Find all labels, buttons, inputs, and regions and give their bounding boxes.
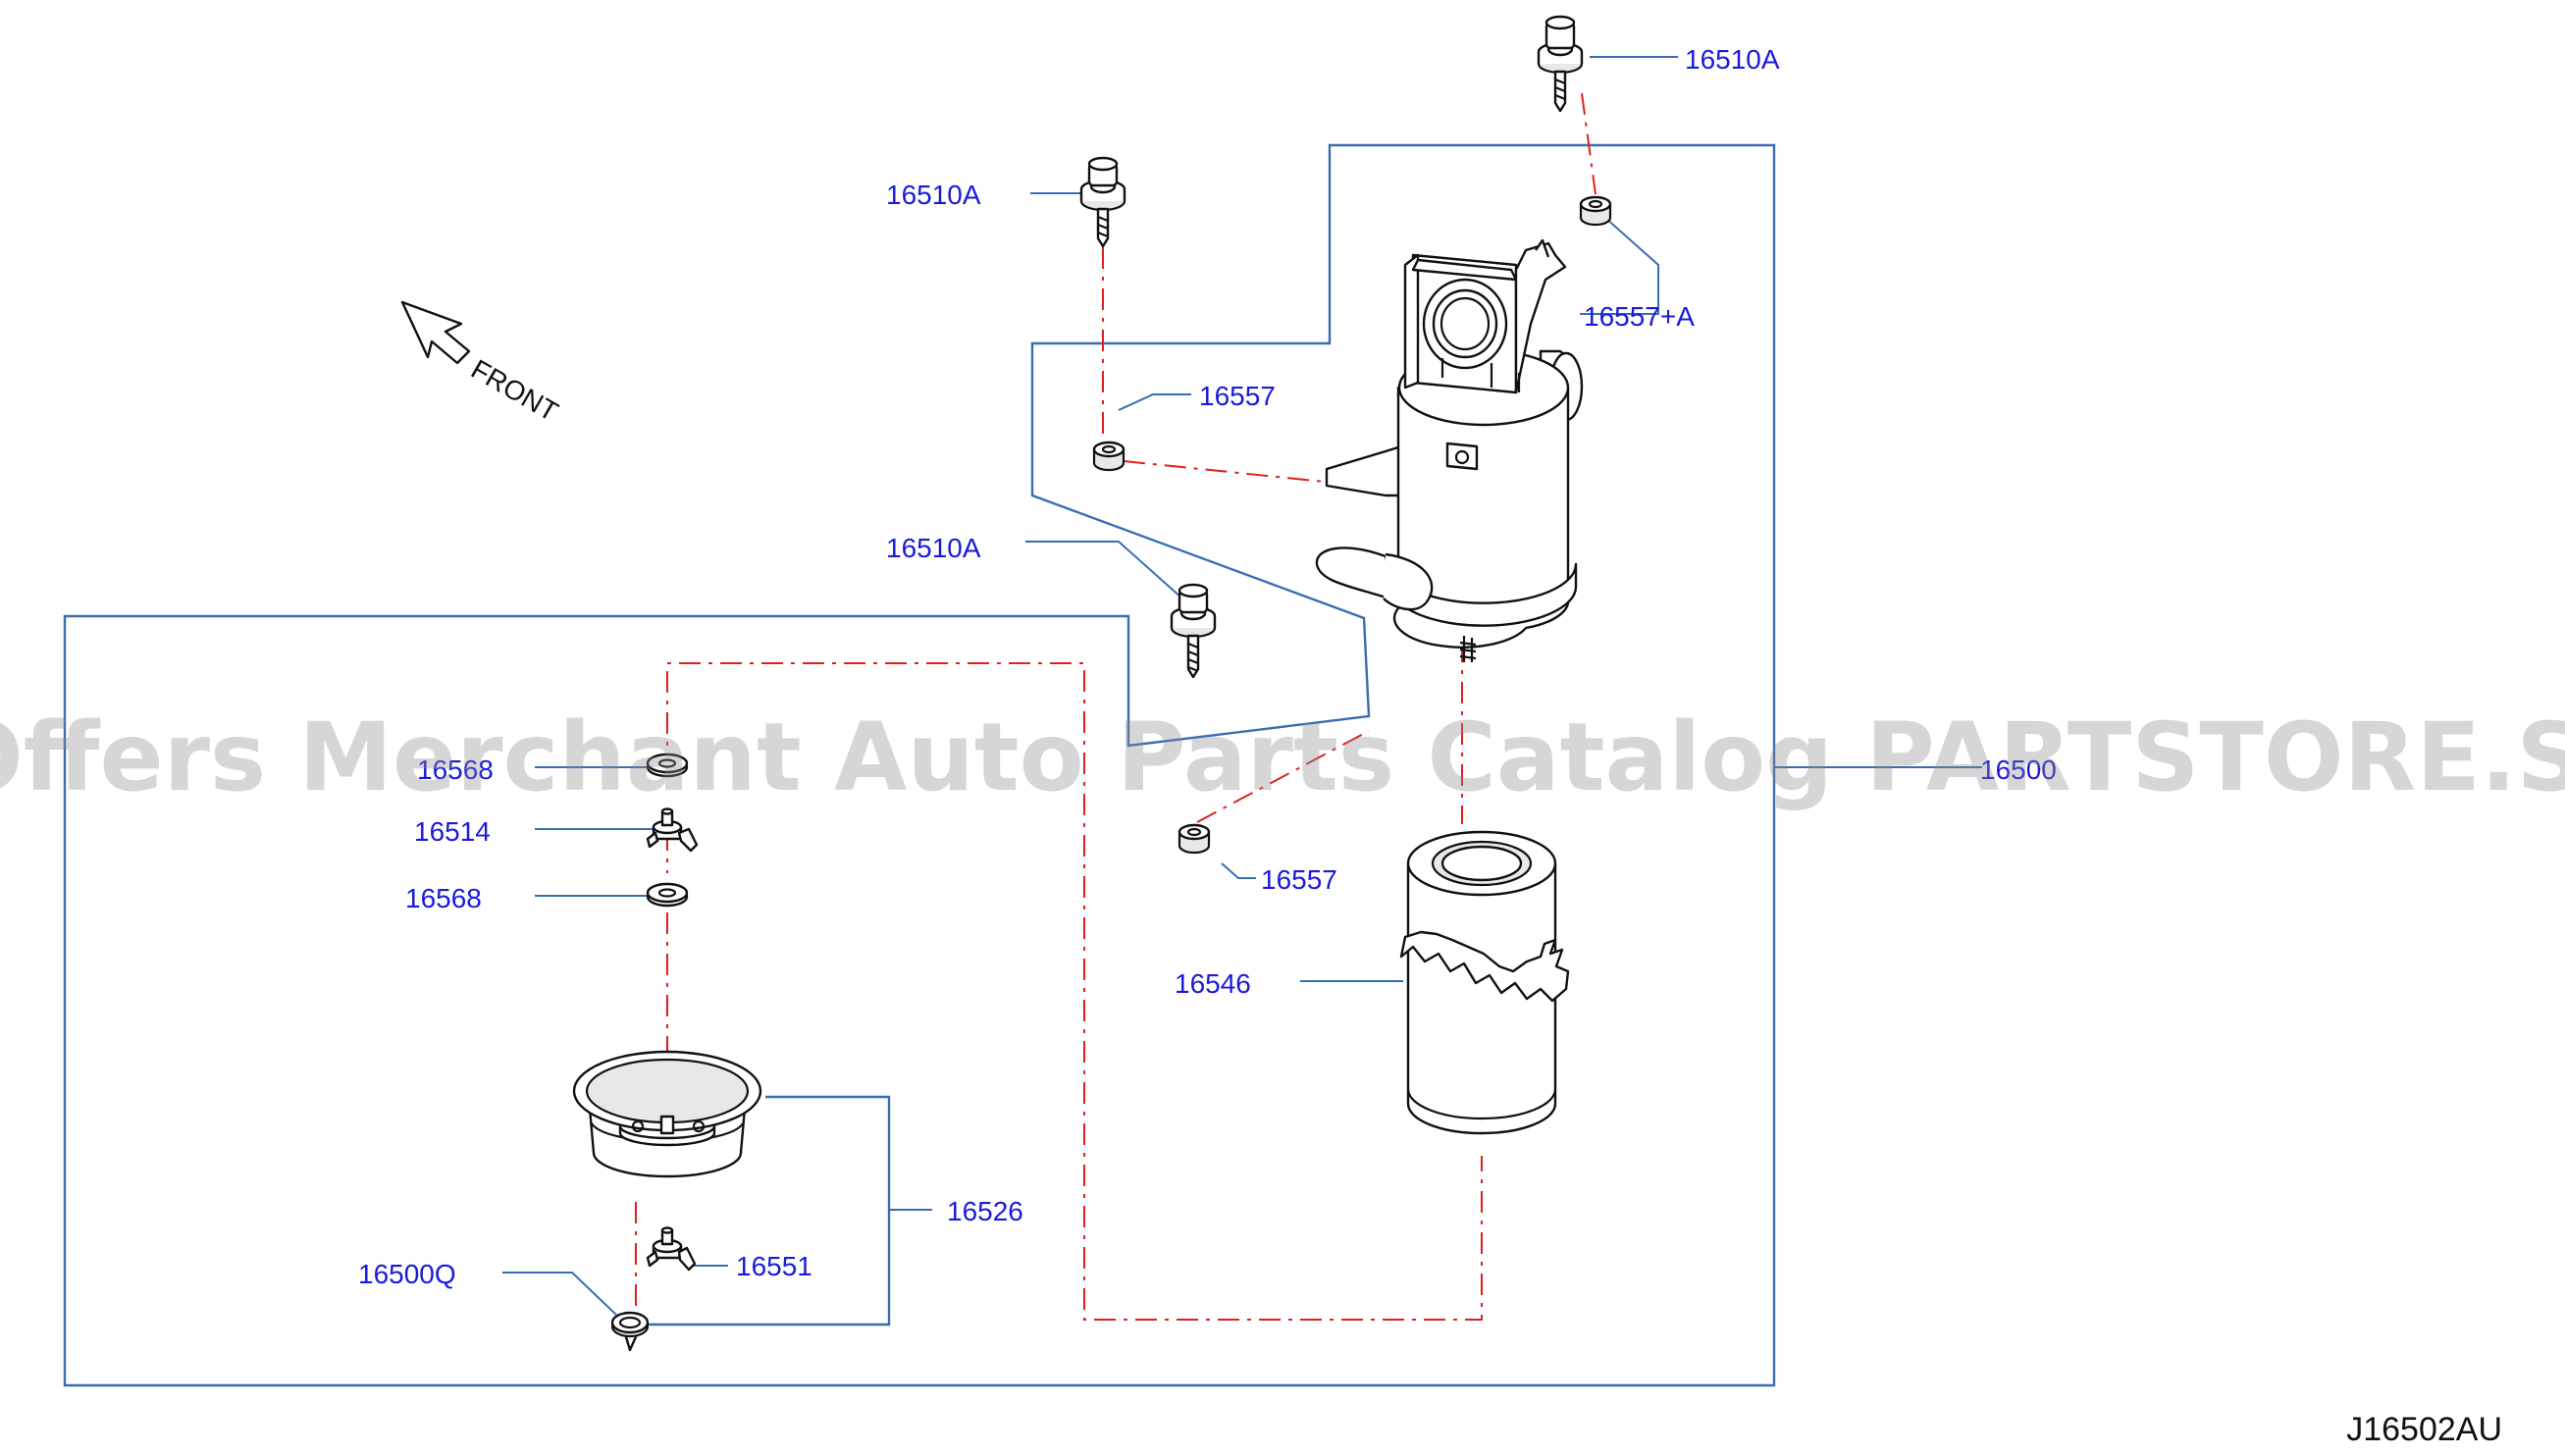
washer-16568-bottom [646,882,689,908]
label-16551: 16551 [736,1251,812,1281]
grommet-16557-lower [1178,823,1211,855]
label-16557-A: 16557+A [1584,301,1695,332]
front-label: FRONT [466,353,563,427]
diagram-code: J16502AU [2346,1411,2502,1448]
label-16510A-middle: 16510A [886,533,981,563]
front-arrow-icon [400,300,471,365]
label-16568-bottom: 16568 [405,883,482,913]
label-16500Q: 16500Q [358,1259,456,1289]
filter-element-16546 [1399,830,1570,1135]
valve-16500Q [610,1311,650,1352]
watermark: Offers Merchant Auto Parts Catalog PARTS… [0,702,2565,812]
label-16546: 16546 [1175,968,1251,999]
washer-16568-top [646,753,689,778]
label-16510A-left: 16510A [886,180,981,210]
bolt-16510A-top [1537,15,1584,113]
air-cleaner-housing [1315,238,1584,662]
bolt-16510A-middle [1170,583,1217,679]
label-16557-lower: 16557 [1261,864,1337,895]
lower-cover-16526 [572,1050,762,1178]
label-16568-top: 16568 [417,754,494,785]
leader-lines [502,56,1982,1316]
label-16510A-top: 16510A [1685,44,1780,75]
label-16557-upper: 16557 [1199,381,1276,411]
label-16500: 16500 [1980,754,2057,785]
label-16526: 16526 [947,1196,1023,1226]
grommet-16557-A [1579,195,1612,227]
bolt-16510A-left [1079,156,1126,248]
assembly-box-16500 [63,143,1776,1387]
wing-nut-16551 [646,1226,697,1272]
wing-nut-16514 [646,807,699,853]
grommet-16557-upper [1092,441,1125,472]
label-16514: 16514 [414,816,491,847]
